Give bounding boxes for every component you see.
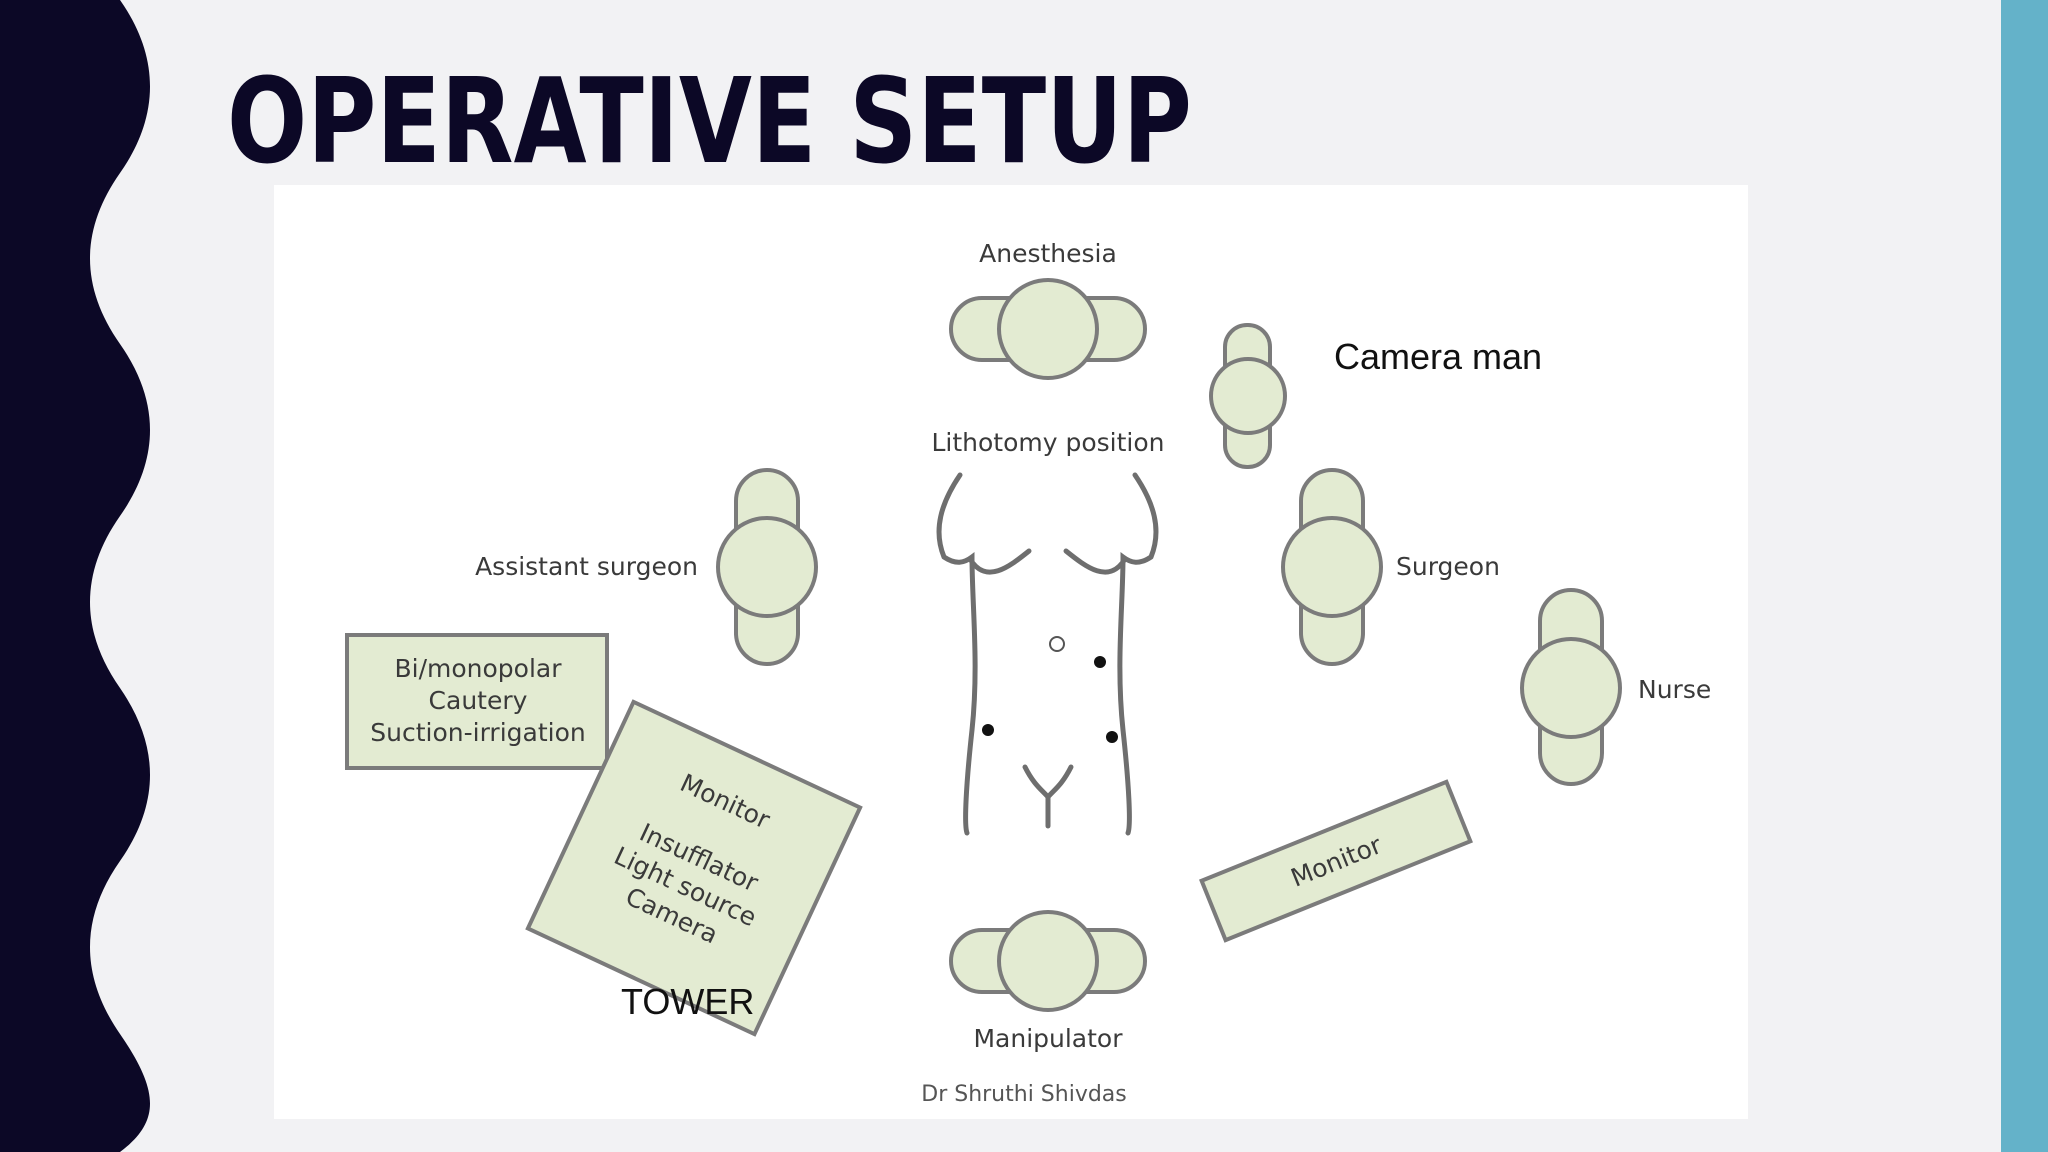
port-site-right-upper [1094, 656, 1106, 668]
surgeon-label: Surgeon [1396, 552, 1500, 581]
surgeon-head [1281, 516, 1383, 618]
camera-man-label: Camera man [1334, 336, 1542, 377]
camera-man-head [1209, 357, 1287, 435]
tower-label: TOWER [621, 981, 754, 1022]
nurse-label: Nurse [1638, 675, 1711, 704]
patient-body-outline [936, 472, 1159, 836]
right-accent-band [2001, 0, 2048, 1152]
cautery-box-line-3: Suction-irrigation [370, 718, 585, 747]
manipulator-head [997, 910, 1099, 1012]
port-sites [982, 636, 1118, 743]
cautery-suction-box [345, 633, 609, 770]
nurse-station [1520, 588, 1622, 786]
camera-man-station [1209, 323, 1287, 469]
anesthesia-station [949, 278, 1147, 380]
right-monitor-box: Monitor [1199, 779, 1473, 943]
manipulator-station [949, 910, 1147, 1012]
anesthesia-label: Anesthesia [979, 239, 1117, 268]
nurse-head [1520, 637, 1622, 739]
manipulator-label: Manipulator [973, 1024, 1123, 1053]
port-site-umbilical [1049, 636, 1065, 652]
surgeon-station [1281, 468, 1383, 666]
tower-box-frame [525, 699, 863, 1037]
assistant-surgeon-label: Assistant surgeon [475, 552, 698, 581]
anesthesia-head [997, 278, 1099, 380]
operative-setup-figure: Anesthesia Camera man Lithotomy position [274, 185, 1748, 1119]
slide-title: OPERATIVE SETUP [227, 52, 1192, 190]
cautery-box-line-1: Bi/monopolar [394, 654, 562, 683]
lithotomy-position-label: Lithotomy position [931, 428, 1164, 457]
assistant-surgeon-station [716, 468, 818, 666]
right-monitor-frame [1199, 779, 1473, 943]
left-decorative-band [0, 0, 150, 1152]
cautery-box-line-2: Cautery [429, 686, 528, 715]
operating-room-diagram: Anesthesia Camera man Lithotomy position [345, 239, 1711, 1107]
assistant-surgeon-head [716, 516, 818, 618]
tower-equipment-box: Monitor Insufflator Light source Camera [525, 699, 863, 1037]
author-credit: Dr Shruthi Shivdas [921, 1082, 1127, 1107]
port-site-right-lower [1106, 731, 1118, 743]
port-site-left-lower [982, 724, 994, 736]
